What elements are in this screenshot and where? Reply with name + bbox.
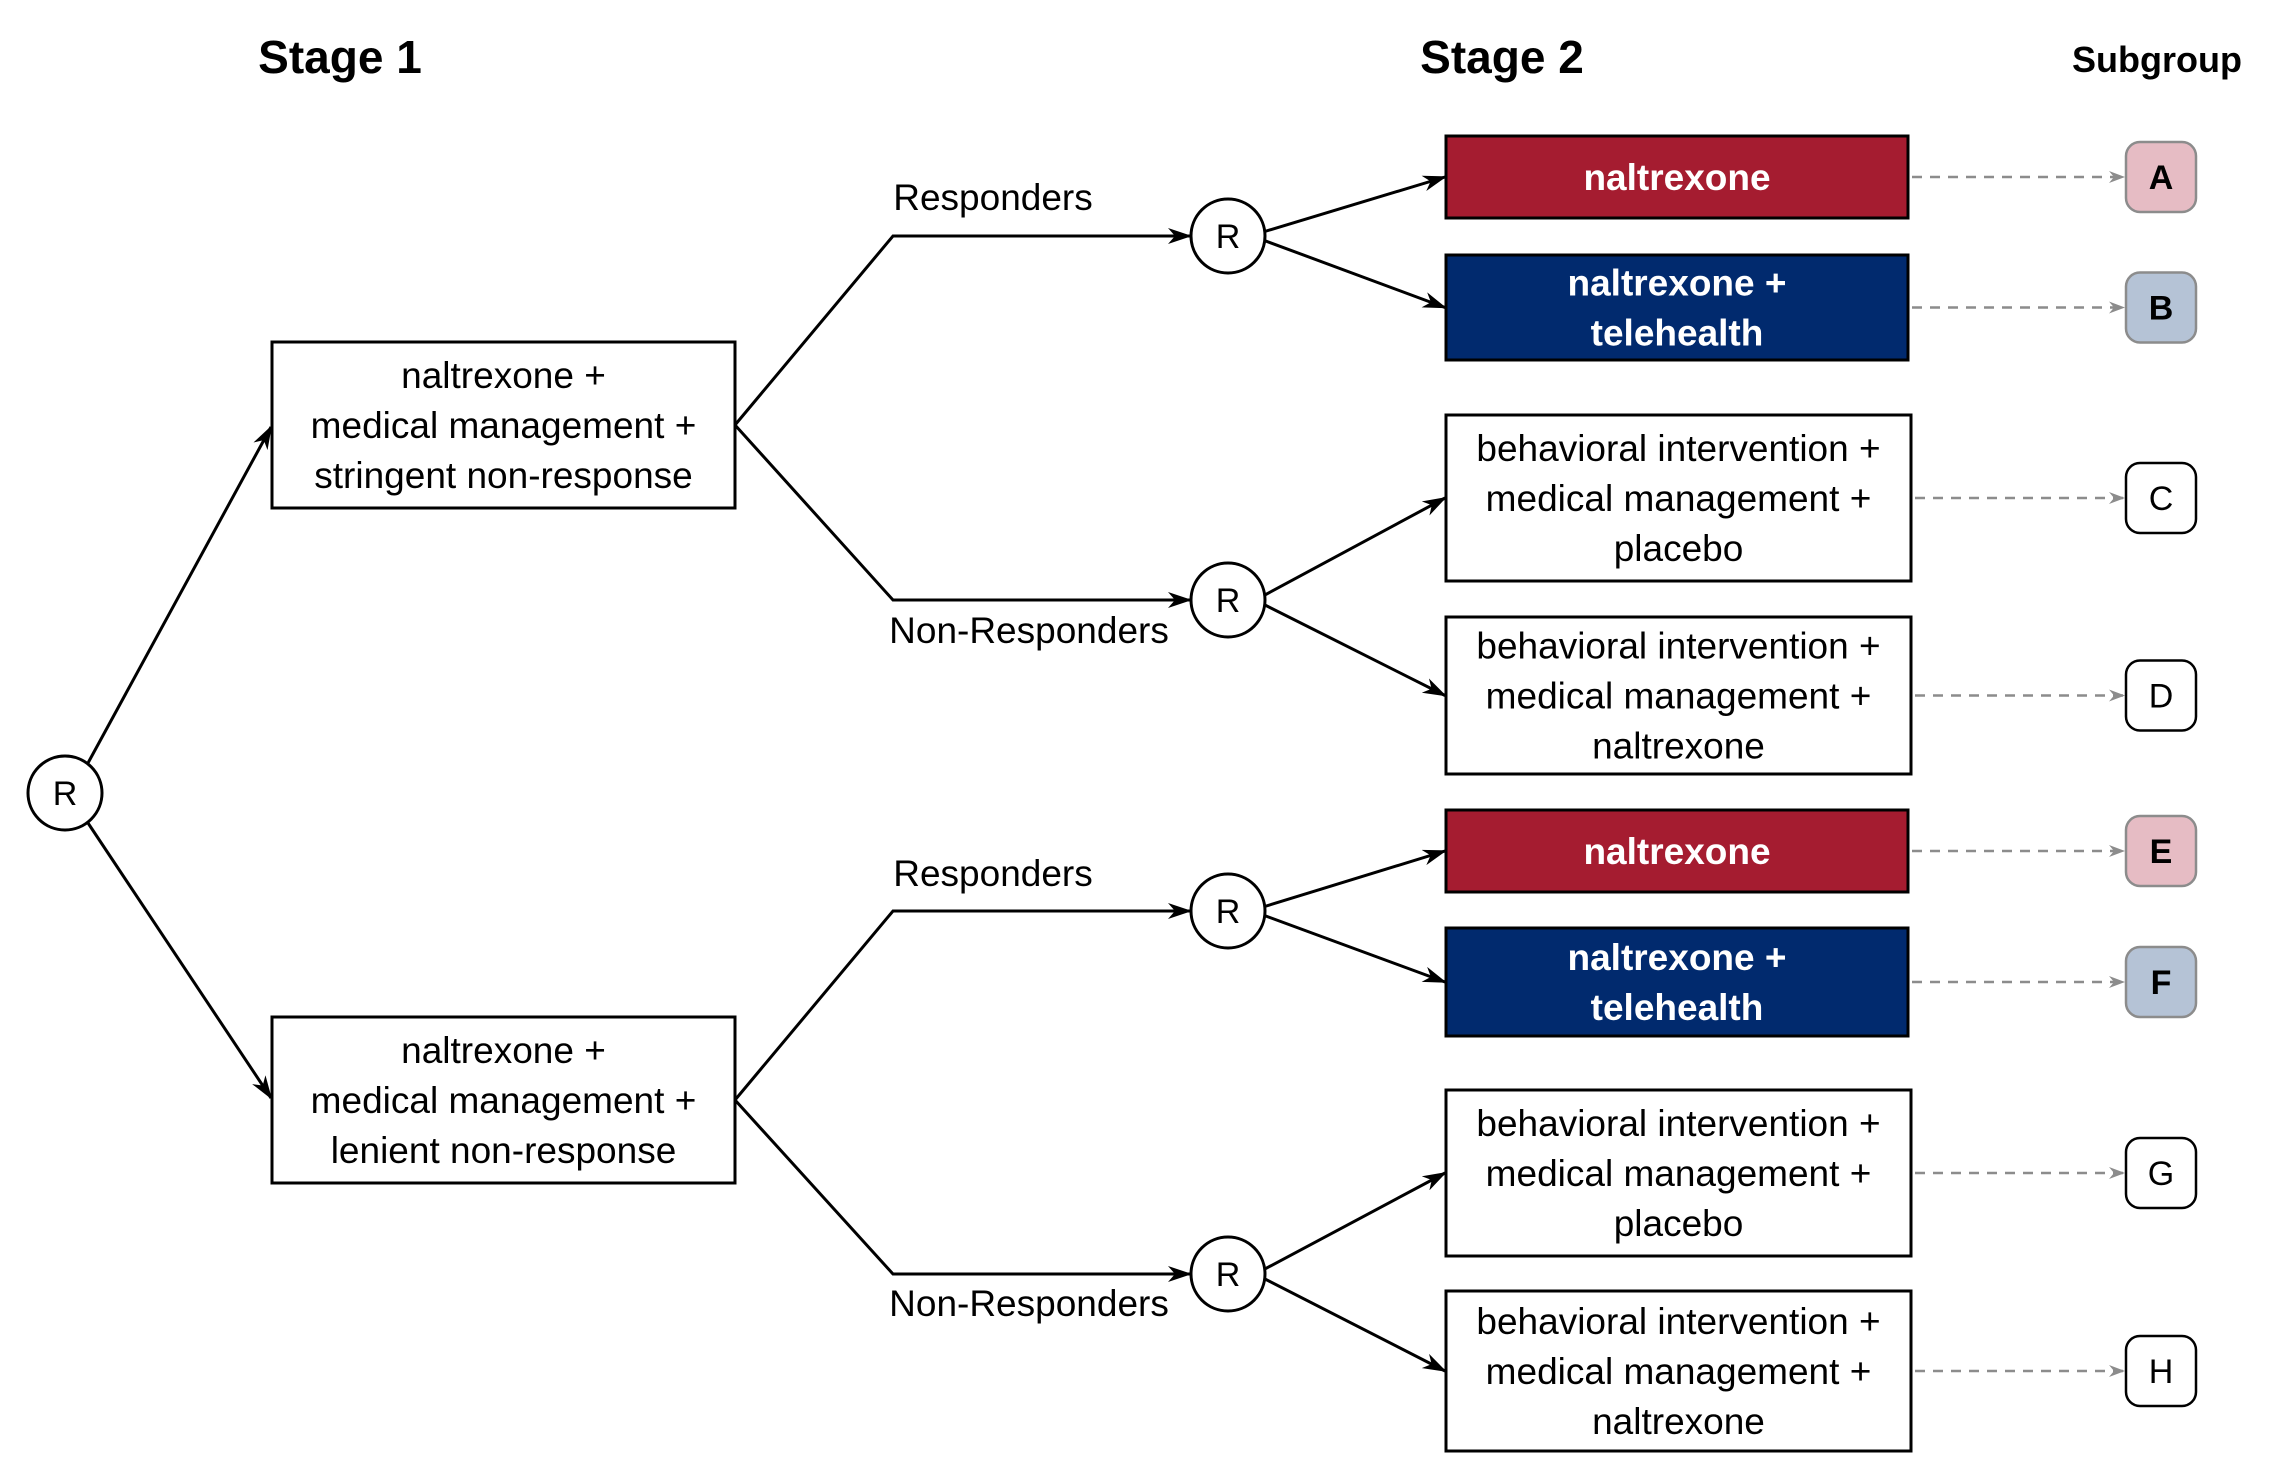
stage2-arm-line: behavioral intervention + [1476,626,1880,667]
stage2-arm-line: medical management + [1486,478,1872,519]
subgroup-badge: E [2124,814,2198,888]
stage2-arm-line: naltrexone [1583,157,1770,198]
responders-label-top: Responders [893,177,1093,218]
arrow-r-to-stage2-arm [1262,175,1447,234]
subgroup-label: D [2149,678,2174,716]
subgroup-label: A [2149,159,2174,197]
subgroup-badge: D [2124,659,2198,732]
stage2-arm-box: behavioral intervention + medical managem… [1444,1088,1913,1258]
responders-label-bottom: Responders [893,853,1093,894]
stage2-arm-line: medical management + [1486,1153,1872,1194]
stage2-arms: naltrexone naltrexone + telehealth behavior… [1444,134,1913,1453]
arrow-r-to-stage2-arm [1262,496,1447,598]
randomization-label: R [1216,893,1241,931]
stage1-arms: naltrexone + medical management + stringen… [270,340,737,1185]
stage2-arm-box: naltrexone + telehealth [1444,253,1910,362]
stage2-arm-line: placebo [1614,528,1744,569]
randomization-label: R [1216,1256,1241,1294]
randomization-node: R [1189,872,1267,950]
subgroup-badge: F [2124,945,2198,1019]
stage2-arm-line: telehealth [1591,313,1764,354]
non-responders-label-top: Non-Responders [889,610,1169,651]
stage2-arm-line: behavioral intervention + [1476,1301,1880,1342]
subgroup-label: E [2150,833,2173,871]
subgroup-label: B [2149,290,2174,328]
stage2-arm-line: behavioral intervention + [1476,1103,1880,1144]
stage2-arm-line: placebo [1614,1203,1744,1244]
arrow-r-to-stage2-arm [1262,849,1447,909]
randomization-label: R [53,775,78,813]
stage1-arm-box: naltrexone + medical management + stringen… [270,340,737,510]
subgroup-label: F [2151,964,2172,1002]
subgroup-badge: G [2124,1136,2198,1210]
subgroup-badge: B [2124,271,2198,344]
randomization-node: R [1189,197,1267,275]
subgroup-badge: A [2124,140,2198,214]
stage2-randomization-nodes: R R R R [1189,197,1267,1313]
arrow-lenient-non-responders [733,1098,1192,1282]
stage2-arm-box: behavioral intervention + medical managem… [1444,413,1913,583]
arrow-r-to-stage2-arm [1262,602,1447,697]
stage2-arm-line: medical management + [1486,676,1872,717]
stage2-arm-line: naltrexone [1592,726,1765,767]
stage2-arm-line: behavioral intervention + [1476,428,1880,469]
subgroup-badges: A B C D E F G H [2124,140,2198,1408]
stage1-arm-line: naltrexone + [401,1030,606,1071]
arrow-stringent-non-responders [733,423,1192,608]
arrow-r-to-stage2-arm [1262,1276,1447,1373]
stage1-arm-line: naltrexone + [401,355,606,396]
subgroup-connectors [1912,171,2125,1377]
stage2-arm-box: naltrexone [1444,134,1910,220]
randomization-node: R [1189,1235,1267,1313]
stage2-arm-line: medical management + [1486,1351,1872,1392]
initial-randomization-node: R [26,754,104,832]
stage2-arm-box: naltrexone [1444,808,1910,894]
stage2-arm-box: behavioral intervention + medical managem… [1444,615,1913,776]
stage2-arm-line: naltrexone [1592,1401,1765,1442]
stage2-arm-box: naltrexone + telehealth [1444,926,1910,1038]
randomization-label: R [1216,582,1241,620]
stage2-arm-line: naltrexone [1583,831,1770,872]
stage2-arm-line: naltrexone + [1567,937,1786,978]
stage1-arm-line: stringent non-response [314,455,692,496]
stage2-arm-box: behavioral intervention + medical managem… [1444,1289,1913,1453]
stage2-arm-line: telehealth [1591,987,1764,1028]
subgroup-badge: C [2124,461,2198,535]
stage1-arm-line: medical management + [311,1080,697,1121]
subgroup-badge: H [2124,1334,2198,1408]
arrow-r-to-stage2-arm [1262,913,1447,984]
subgroup-header: Subgroup [2072,39,2242,80]
arrow-r-to-stage2-arm [1262,238,1447,309]
arrow-r-to-stringent [86,425,273,764]
subgroup-label: C [2149,480,2174,518]
arrow-stringent-responders [733,228,1192,426]
subgroup-label: G [2148,1155,2174,1193]
arrow-r-to-lenient [86,822,273,1100]
connectors [86,175,1447,1373]
stage2-header: Stage 2 [1420,31,1584,83]
arrow-r-to-stage2-arm [1262,1171,1447,1272]
stage1-arm-box: naltrexone + medical management + lenient … [270,1015,737,1185]
stage2-arm-line: naltrexone + [1567,263,1786,304]
stage1-arm-line: medical management + [311,405,697,446]
non-responders-label-bottom: Non-Responders [889,1283,1169,1324]
arrow-lenient-responders [733,903,1192,1101]
randomization-node: R [1189,561,1267,639]
stage1-header: Stage 1 [258,31,422,83]
randomization-label: R [1216,218,1241,256]
subgroup-label: H [2149,1353,2174,1391]
stage1-arm-line: lenient non-response [331,1130,677,1171]
